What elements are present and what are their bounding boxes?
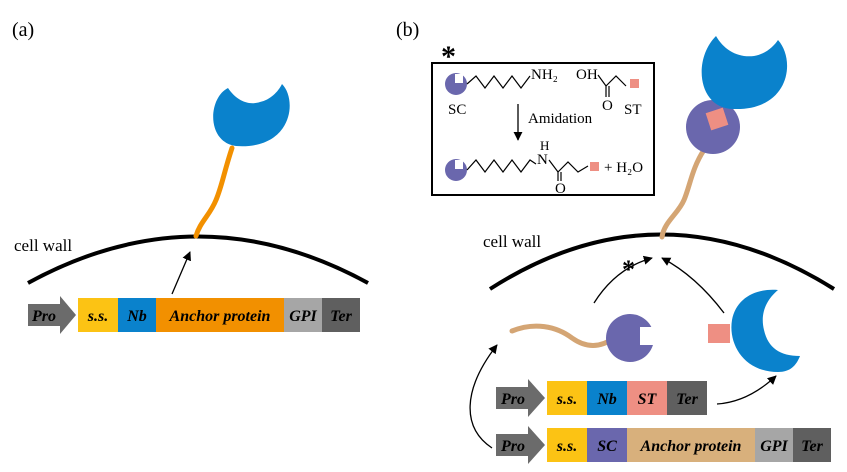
panel-a-linker (193, 145, 235, 239)
panel-b-construct-1: Pro s.s. Nb ST Ter (496, 379, 707, 417)
panel-b-construct-2: Pro s.s. SC Anchor protein GPI Ter (496, 426, 831, 464)
reaction-st-label: ST (624, 102, 642, 118)
reaction-n: N (537, 152, 548, 168)
reaction-product-chain-2 (548, 159, 589, 173)
reaction-nh2: NH₂ (531, 67, 558, 83)
panel-b-nanobody-free (731, 289, 800, 372)
panel-a-segment-ter-label: Ter (330, 308, 352, 325)
construct-1-segment-ss (547, 381, 587, 415)
reaction-box: NH₂ SC OH O ST Amidation H N O + H₂O (431, 62, 655, 197)
panel-a-nanobody (213, 84, 290, 147)
construct-2-segment-gpi-label: GPI (760, 438, 788, 455)
panel-a-cell-wall-label: cell wall (14, 236, 72, 255)
reaction-spytag-product (590, 162, 599, 171)
panel-b-nanobody-displayed (701, 36, 788, 110)
panel-a-display-arrow (171, 251, 191, 295)
panel-a-segment-ss (78, 298, 118, 332)
panel-a-segment-ss-label: s.s. (87, 308, 108, 325)
construct-2-expression-arrow (469, 344, 498, 449)
construct-2-segment-ter (793, 428, 831, 462)
panel-b-cell-wall-label: cell wall (483, 232, 541, 251)
reaction-h: H (540, 138, 549, 153)
panel-a-segment-anchor (156, 298, 284, 332)
construct-1-expression-arrow (716, 375, 777, 405)
panel-b-spycatcher-free (606, 314, 654, 362)
panel-b-linker-displayed (659, 147, 707, 240)
panel-a-label: (a) (12, 19, 34, 41)
panel-a-segment-ter (322, 298, 360, 332)
reaction-chain-top (466, 75, 531, 89)
panel-b-spycatcher-free-notch (640, 327, 658, 345)
construct-2-segment-ter-label: Ter (801, 438, 823, 455)
construct-1-segment-ter-label: Ter (676, 391, 698, 408)
panel-a-promoter-label: Pro (31, 308, 56, 325)
construct-2-segment-sc (587, 428, 627, 462)
reaction-st-chain (597, 74, 627, 87)
construct-2-promoter-label: Pro (500, 438, 525, 455)
reaction-byproduct: + H₂O (604, 160, 643, 176)
panel-b-asterisk-mid: * (622, 255, 635, 284)
construct-2-segment-anchor (627, 428, 755, 462)
reaction-step-label: Amidation (528, 111, 593, 127)
panel-b-arrow-right-to-wall (661, 257, 725, 314)
construct-1-promoter-label: Pro (500, 391, 525, 408)
panel-b-label: (b) (396, 19, 419, 41)
panel-a-segment-anchor-label: Anchor protein (169, 308, 271, 325)
panel-a-segment-nb (118, 298, 156, 332)
construct-2-segment-anchor-label: Anchor protein (640, 438, 742, 455)
reaction-o1: O (602, 98, 613, 114)
panel-b-spytag-displayed (705, 107, 729, 131)
panel-a-segment-nb-label: Nb (126, 308, 147, 325)
panel-b-arrow-left-to-wall (593, 255, 653, 304)
construct-2-segment-sc-label: SC (597, 438, 617, 455)
reaction-o2: O (555, 181, 566, 197)
panel-b-spytag-free (708, 324, 730, 343)
panel-b-linker-free (509, 323, 617, 348)
panel-b-cell-wall-arc (488, 232, 836, 291)
construct-1-segment-st (627, 381, 667, 415)
reaction-spycatcher-top-notch (455, 74, 463, 83)
panel-a-promoter-arrow (28, 296, 76, 334)
panel-a-segment-gpi-label: GPI (289, 308, 317, 325)
panel-a-cell-wall-arc (27, 234, 369, 285)
reaction-frame (431, 62, 655, 196)
construct-1-segment-nb-label: Nb (596, 391, 617, 408)
construct-1-segment-ter (667, 381, 707, 415)
construct-1-segment-ss-label: s.s. (556, 391, 577, 408)
reaction-chain-product (466, 159, 537, 173)
reaction-sc-label: SC (448, 102, 466, 118)
construct-2-promoter-arrow (496, 426, 545, 464)
construct-1-promoter-arrow (496, 379, 545, 417)
reaction-oh: OH (576, 67, 598, 83)
construct-2-segment-gpi (755, 428, 793, 462)
reaction-spytag-top (630, 79, 639, 88)
construct-1-segment-nb (587, 381, 627, 415)
construct-2-segment-ss-label: s.s. (556, 438, 577, 455)
panel-a-construct: Pro s.s. Nb Anchor protein GPI Ter (28, 296, 360, 334)
reaction-spycatcher-product-notch (455, 160, 463, 169)
panel-a-segment-gpi (284, 298, 322, 332)
construct-1-segment-st-label: ST (638, 391, 658, 408)
construct-2-segment-ss (547, 428, 587, 462)
